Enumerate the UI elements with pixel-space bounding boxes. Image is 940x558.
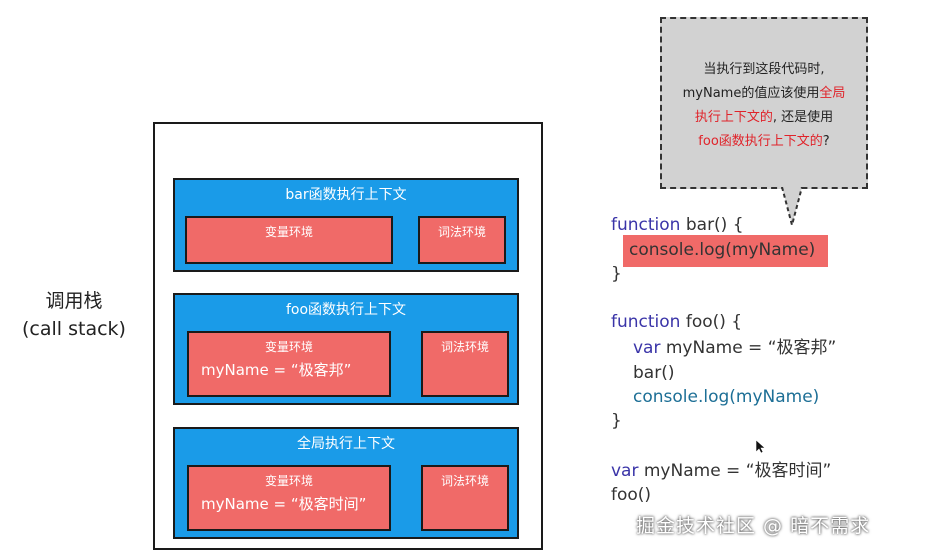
global-var-decl: myName = “极客时间” — [638, 461, 832, 481]
code-bar-body: console.log(myName) — [629, 238, 815, 262]
call-stack-box: bar函数执行上下文 变量环境 词法环境 foo函数执行上下文 变量环境 myN… — [153, 122, 543, 550]
bubble-line-1: 当执行到这段代码时, — [703, 62, 825, 77]
bar-console-log: console.log(myName) — [629, 240, 816, 260]
bubble-line-3: 执行上下文的, 还是使用 — [664, 106, 864, 130]
foo-var-decl: myName = “极客邦” — [660, 338, 837, 358]
question-bubble — [660, 17, 868, 189]
bar-execution-context: bar函数执行上下文 变量环境 词法环境 — [173, 178, 519, 272]
call-stack-label: 调用栈 (call stack) — [14, 287, 134, 343]
code-bar-signature: function bar() { — [611, 213, 744, 237]
bubble-line-2: myName的值应该使用全局 — [664, 82, 864, 106]
global-context-title: 全局执行上下文 — [297, 436, 395, 452]
foo-variable-env-title: 变量环境 — [264, 340, 313, 354]
code-bar-close: } — [611, 264, 622, 284]
bubble-line-3-highlight: 执行上下文的 — [694, 110, 773, 125]
code-foo-line-3: console.log(myName) — [633, 385, 819, 409]
foo-lexical-env-title: 词法环境 — [440, 340, 489, 354]
call-stack-label-cn: 调用栈 — [45, 290, 103, 312]
bar-lexical-env-title: 词法环境 — [437, 225, 486, 239]
bar-context-title: bar函数执行上下文 — [285, 187, 407, 203]
bar-lexical-environment: 词法环境 — [418, 216, 506, 264]
global-myname-value: myName = “极客时间” — [201, 495, 367, 513]
mouse-pointer-icon — [756, 440, 766, 454]
code-foo-close: } — [611, 411, 622, 431]
foo-context-title: foo函数执行上下文 — [285, 302, 407, 318]
bubble-line-2-highlight: 全局 — [819, 86, 846, 101]
global-lexical-env-title: 词法环境 — [440, 474, 489, 488]
global-execution-context: 全局执行上下文 变量环境 myName = “极客时间” 词法环境 — [173, 427, 519, 539]
bubble-line-4-highlight: foo函数执行上下文的 — [698, 134, 823, 149]
code-foo-line-1: var myName = “极客邦” — [633, 336, 836, 360]
bubble-line-4: foo函数执行上下文的? — [664, 130, 864, 154]
code-foo-signature: function foo() { — [611, 310, 742, 334]
code-foo-line-2: bar() — [633, 363, 675, 383]
foo-signature: foo() { — [680, 312, 743, 332]
bubble-tail — [781, 187, 803, 227]
global-lexical-environment: 词法环境 — [421, 465, 509, 531]
global-variable-env-title: 变量环境 — [264, 474, 313, 488]
bubble-line-2a: myName的值应该使用 — [682, 86, 820, 101]
watermark-text: 掘金技术社区 @ 暗不需求 — [636, 515, 871, 537]
var-keyword: var — [633, 338, 661, 358]
bubble-line-4b: ? — [822, 134, 830, 149]
function-keyword: function — [611, 312, 681, 332]
code-global-line-1: var myName = “极客时间” — [611, 459, 831, 483]
foo-lexical-environment: 词法环境 — [421, 331, 509, 397]
global-variable-environment: 变量环境 myName = “极客时间” — [187, 465, 391, 531]
bar-variable-environment: 变量环境 — [185, 216, 393, 264]
call-stack-label-en: (call stack) — [22, 318, 126, 340]
foo-execution-context: foo函数执行上下文 变量环境 myName = “极客邦” 词法环境 — [173, 293, 519, 405]
foo-variable-environment: 变量环境 myName = “极客邦” — [187, 331, 391, 397]
bubble-text: 当执行到这段代码时, myName的值应该使用全局 执行上下文的, 还是使用 f… — [664, 58, 864, 154]
function-keyword: function — [611, 215, 681, 235]
foo-myname-value: myName = “极客邦” — [201, 361, 352, 379]
var-keyword: var — [611, 461, 639, 481]
highlighted-line — [623, 235, 828, 267]
foo-console-log: console.log(myName) — [633, 387, 820, 407]
bubble-line-3b: , 还是使用 — [772, 110, 834, 125]
code-global-line-2: foo() — [611, 485, 652, 505]
bar-signature: bar() { — [680, 215, 744, 235]
bar-variable-env-title: 变量环境 — [264, 225, 313, 239]
